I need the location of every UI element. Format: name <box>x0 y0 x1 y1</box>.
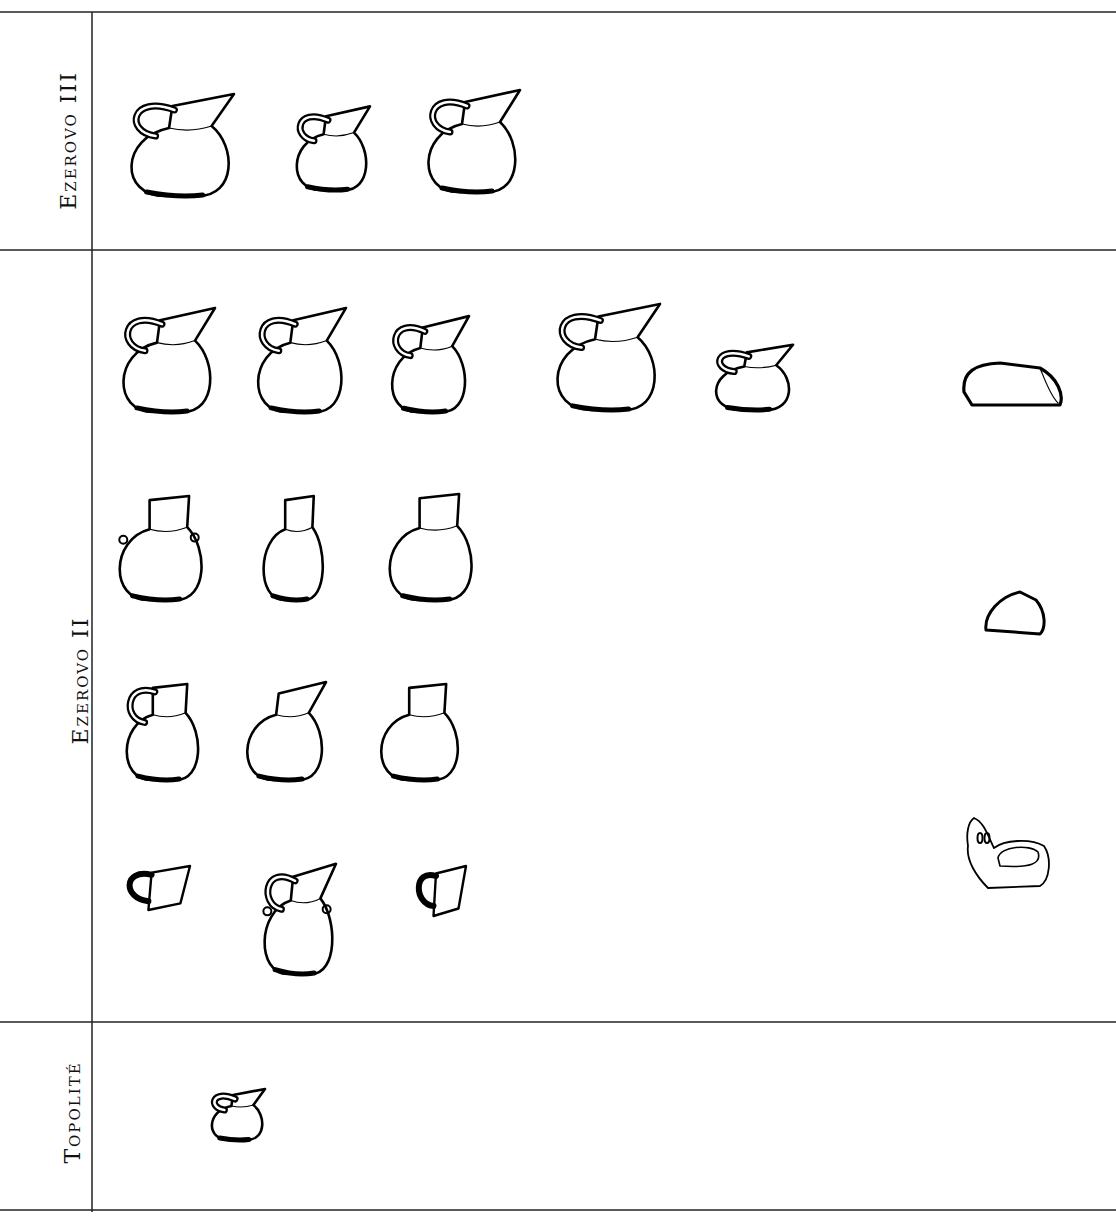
grid-line <box>0 11 1116 13</box>
period-label: Ezerovo III <box>56 71 81 210</box>
jug-drawing <box>381 684 458 780</box>
jug-drawing <box>558 304 661 410</box>
vessel-eye <box>985 833 990 843</box>
jug-drawing <box>716 345 793 410</box>
jug-drawing <box>264 496 323 600</box>
bowl-drawing <box>964 363 1061 405</box>
bowl-rim <box>1040 368 1058 403</box>
jug-drawing <box>428 90 520 192</box>
zoomorphic-vessel <box>967 818 1049 888</box>
vessel-opening <box>998 847 1039 866</box>
jug-drawing <box>297 106 370 190</box>
jug-drawing <box>132 94 235 196</box>
period-label: Topolité <box>59 1061 84 1163</box>
jug-drawing <box>258 308 346 412</box>
jug-drawing <box>123 308 215 412</box>
grid-line <box>0 1021 1116 1023</box>
jug-drawing <box>263 864 336 974</box>
period-label: Ezerovo II <box>68 616 93 744</box>
bowl-drawing <box>986 592 1044 634</box>
jug-drawing <box>392 316 469 412</box>
jug-fragment <box>419 866 466 916</box>
grid-line <box>0 1209 1116 1211</box>
jug-drawing <box>119 496 201 600</box>
vessel-eye <box>978 833 983 843</box>
jug-fragment <box>130 866 190 910</box>
grid-line <box>0 249 1116 251</box>
jug-drawing <box>127 684 198 780</box>
vessels <box>119 90 1061 1140</box>
jug-drawing <box>212 1089 265 1140</box>
grid-lines <box>0 12 1116 1212</box>
jug-drawing <box>247 682 326 780</box>
grid-line <box>91 12 93 1212</box>
jug-drawing <box>390 494 472 600</box>
